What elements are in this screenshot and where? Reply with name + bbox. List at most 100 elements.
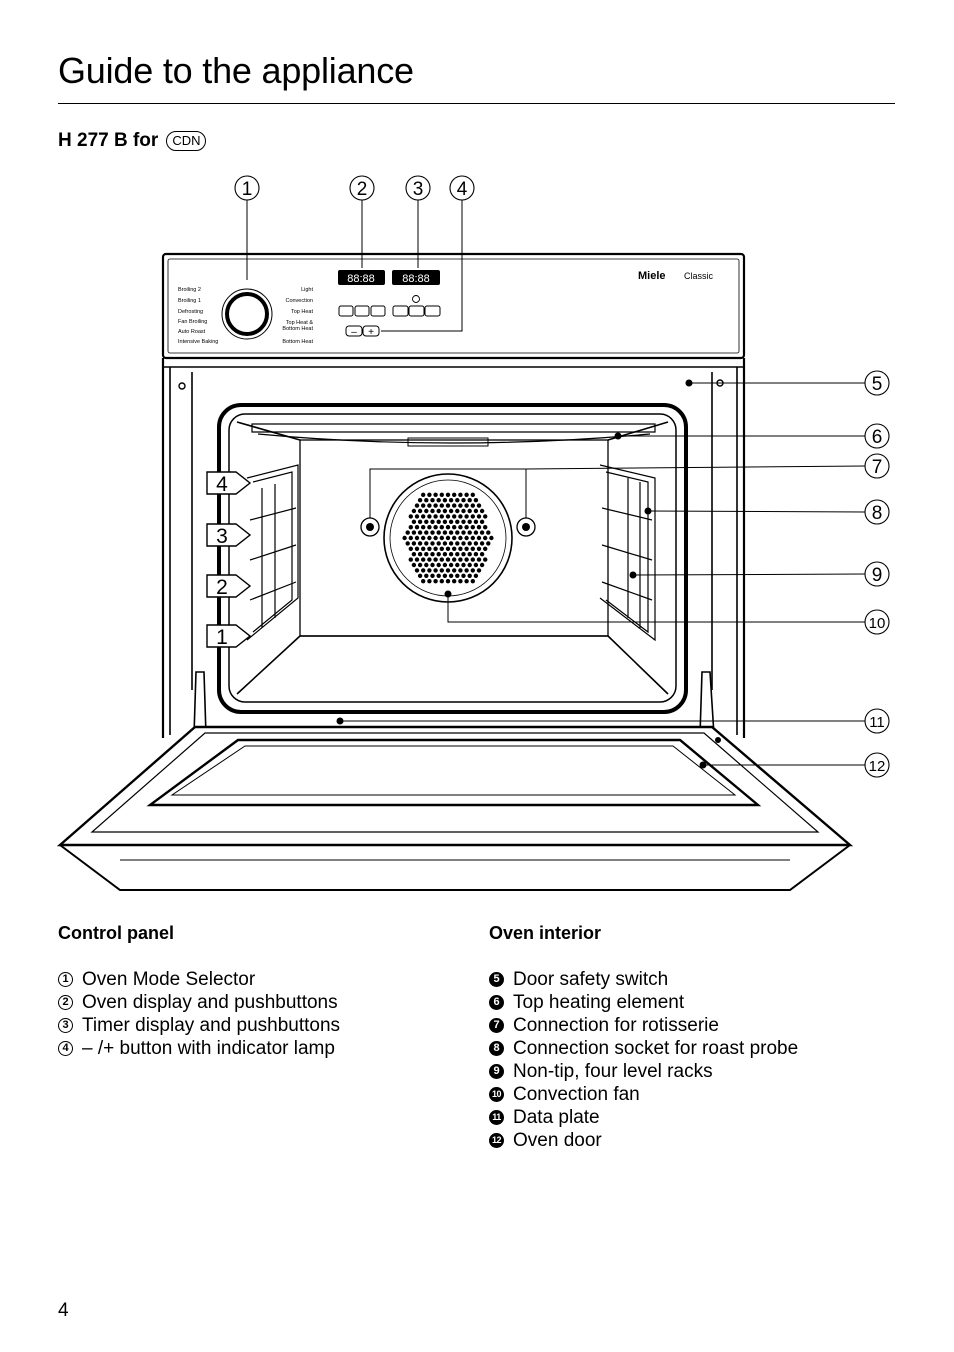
fan-hole — [411, 530, 417, 535]
fan-hole — [424, 498, 429, 503]
mode-labels: Broiling 2 Broiling 1 Defrosting Fan Bro… — [178, 287, 313, 345]
callout-6: 6 — [864, 423, 890, 449]
fan-hole — [467, 541, 472, 546]
fan-hole — [470, 514, 475, 519]
fan-hole — [417, 498, 423, 503]
oven-mode-selector — [225, 292, 269, 336]
fan-hole — [461, 498, 466, 503]
svg-text:2: 2 — [216, 576, 228, 599]
fan-hole — [421, 568, 426, 573]
fan-hole — [479, 541, 485, 546]
leader-lines — [246, 200, 866, 766]
fan-hole — [430, 508, 435, 514]
fan-hole — [433, 568, 438, 573]
fan-hole — [433, 546, 438, 551]
fan-hole — [461, 552, 466, 557]
mode-auto-roast: Auto Roast — [178, 329, 206, 335]
fan-hole — [445, 514, 451, 519]
fan-hole — [427, 546, 432, 551]
callout-2: 2 — [349, 175, 375, 201]
mode-intensive-baking: Intensive Baking — [178, 339, 218, 345]
fan-hole — [464, 557, 469, 562]
fan-hole — [473, 541, 479, 546]
fan-hole — [473, 508, 479, 514]
fan-hole — [461, 562, 466, 568]
fan-hole — [421, 492, 426, 497]
callout-9: 9 — [864, 561, 890, 587]
control-panel-contents: 88:88 88:88 – + Miele Classic — [221, 270, 714, 340]
fan-hole — [433, 492, 438, 497]
fan-hole — [421, 557, 426, 562]
fan-hole — [442, 573, 448, 578]
left-racks — [246, 464, 299, 641]
mode-light: Light — [301, 287, 313, 293]
oven-diagram: 88:88 88:88 – + Miele Classic Broiling 2… — [56, 175, 890, 891]
fan-hole — [448, 562, 454, 568]
control-panel — [161, 252, 746, 360]
svg-text:10: 10 — [869, 615, 886, 632]
fan-hole — [479, 552, 485, 557]
fan-hole — [408, 557, 413, 562]
fan-hole — [452, 535, 457, 541]
fan-hole — [433, 525, 438, 530]
fan-hole — [476, 503, 482, 508]
fan-hole — [430, 562, 435, 568]
mode-fan-broiling: Fan Broiling — [178, 319, 207, 325]
fan-hole — [448, 530, 454, 535]
fan-hole — [461, 573, 466, 578]
mode-top-heat: Top Heat — [291, 309, 313, 315]
fan-hole — [439, 546, 444, 551]
fan-hole — [445, 546, 451, 551]
fan-hole — [448, 552, 454, 557]
fan-hole — [433, 514, 438, 519]
mode-convection: Convection — [285, 298, 313, 304]
fan-hole — [433, 579, 438, 584]
fan-hole — [424, 552, 429, 557]
svg-text:1: 1 — [242, 179, 253, 200]
fan-hole — [455, 552, 460, 557]
fan-hole — [476, 514, 482, 519]
fan-hole — [424, 508, 429, 514]
fan-hole — [408, 535, 413, 541]
fan-hole — [452, 503, 457, 508]
fan-hole — [470, 579, 475, 584]
fan-hole — [424, 530, 429, 535]
fan-hole — [464, 503, 469, 508]
svg-text:4: 4 — [216, 473, 228, 496]
fan-hole — [414, 557, 420, 562]
timer-pushbutton-1 — [392, 305, 409, 317]
fan-hole — [461, 541, 466, 546]
fan-hole — [445, 535, 451, 541]
fan-hole — [427, 568, 432, 573]
callout-5: 5 — [864, 370, 890, 396]
fan-hole — [417, 519, 423, 524]
oven-display-digits: 88:88 — [347, 273, 375, 285]
fan-hole — [421, 546, 426, 551]
fan-hole — [417, 541, 423, 546]
fan-hole — [414, 514, 420, 519]
rack-level-1: 1 — [206, 624, 252, 649]
model-heading: H 277 B for CDN — [58, 130, 207, 152]
fan-hole — [452, 557, 457, 562]
fan-hole — [489, 535, 494, 541]
cdn-badge: CDN — [166, 131, 207, 151]
oven-door — [56, 725, 854, 847]
oven-display — [338, 270, 385, 285]
mode-bottom-heat-combo: Bottom Heat — [282, 326, 313, 332]
fan-hole — [439, 525, 444, 530]
fan-hole — [427, 579, 432, 584]
svg-text:6: 6 — [872, 427, 883, 448]
fan-hole — [427, 514, 432, 519]
fan-hole — [470, 503, 475, 508]
fan-hole — [458, 492, 463, 497]
fan-hole — [473, 519, 479, 524]
fan-hole — [439, 492, 444, 497]
timer-pushbutton-2 — [408, 305, 425, 317]
fan-hole — [448, 498, 454, 503]
fan-hole — [430, 573, 435, 578]
